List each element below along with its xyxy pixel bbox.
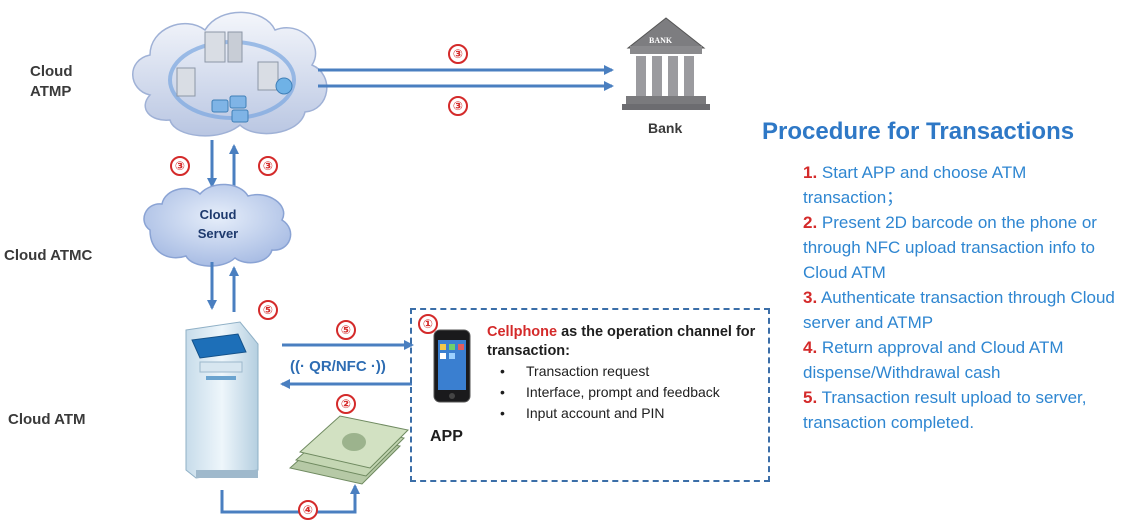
atm-machine-icon [185,321,259,479]
app-label: APP [430,428,463,445]
procedure-steps: 1. Start APP and choose ATM transaction；… [803,160,1128,435]
procedure-step: 4. Return approval and Cloud ATM dispens… [803,338,1064,382]
cellphone-feature-list: Transaction request Interface, prompt an… [480,362,760,425]
cellphone-channel-title: Cellphone as the operation channel for t… [487,323,757,361]
cloud-atmc-label: Cloud ATMC [4,247,93,264]
list-item: Interface, prompt and feedback [480,383,760,402]
qr-nfc-label: ((· QR/NFC ·)) [290,358,386,375]
step-marker: ③ [258,156,278,176]
cloud-server-label: Cloud Server [197,207,239,241]
procedure-step: 3. Authenticate transaction through Clou… [803,288,1115,332]
step-marker: ③ [170,156,190,176]
cloud-atmp-label: Cloud ATMP [30,63,73,100]
procedure-step: 1. Start APP and choose ATM transaction； [803,163,1027,207]
step-marker: ③ [448,44,468,64]
step-marker: ⑤ [336,320,356,340]
procedure-title: Procedure for Transactions [762,118,1075,145]
cash-stack-icon [288,415,410,485]
step-marker: ④ [298,500,318,520]
step-marker: ③ [448,96,468,116]
bank-building-icon [622,17,710,110]
list-item: Transaction request [480,362,760,381]
step-marker: ⑤ [258,300,278,320]
cellphone-title-rest: as the operation channel for transaction… [487,324,756,359]
list-item: Input account and PIN [480,404,760,423]
cellphone-keyword: Cellphone [487,324,558,340]
bank-label: Bank [648,120,683,136]
bank-sign: BANK [649,36,673,45]
cloud-atm-label: Cloud ATM [8,411,86,428]
cellphone-channel-box [410,308,770,482]
wireless-signal-icon: ((· [290,358,305,375]
smartphone-icon [433,329,471,403]
cloud-atmp-icon [132,11,328,137]
procedure-step: 2. Present 2D barcode on the phone or th… [803,213,1097,282]
step-marker: ② [336,394,356,414]
qr-nfc-text: QR/NFC [309,358,367,375]
wireless-signal-icon: ·)) [370,358,386,375]
cloud-server-icon [143,183,292,267]
procedure-step: 5. Transaction result upload to server, … [803,388,1087,432]
step-marker: ① [418,314,438,334]
